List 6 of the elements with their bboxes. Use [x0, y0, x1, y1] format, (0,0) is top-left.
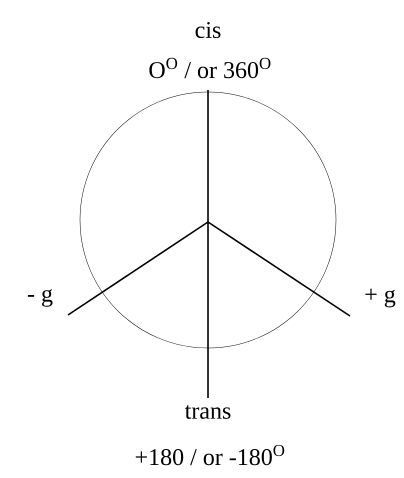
angle-label: - g [28, 289, 53, 307]
angle-label: + g [365, 288, 396, 308]
angle-label: cis [196, 22, 220, 38]
angle-label: trans [184, 405, 230, 419]
angle-value: O$^{O}$ / or 360$^{O}$ [149, 58, 270, 78]
angle-value: +180 / or -180$^{O}$ [136, 444, 284, 466]
